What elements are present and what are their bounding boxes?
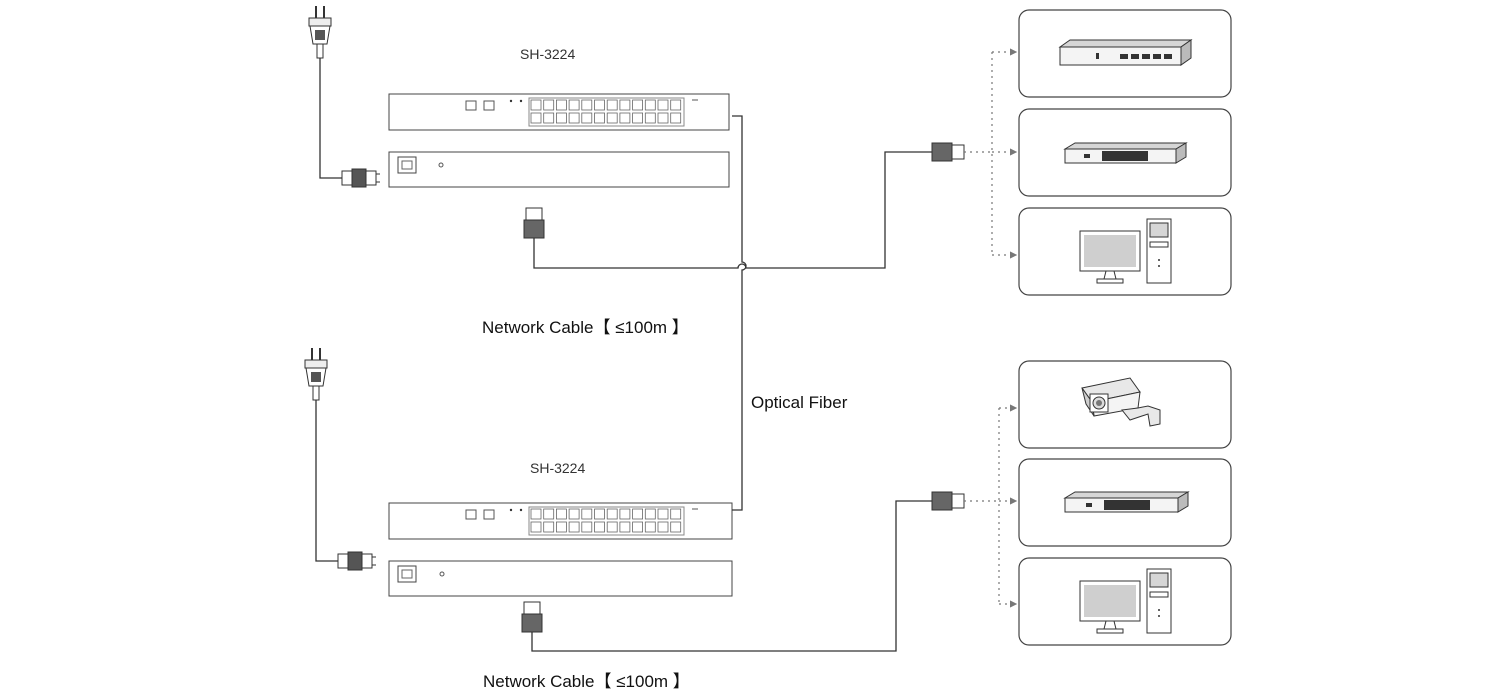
rj45-port — [581, 112, 593, 124]
rj45-port — [594, 99, 605, 111]
rj45-port — [543, 99, 555, 111]
rj45-port — [632, 99, 643, 111]
network-cable-bottom-line — [531, 500, 932, 652]
optical-fiber-label: Optical Fiber — [751, 393, 848, 412]
rj45-port — [606, 521, 618, 533]
rj45-port — [556, 521, 567, 533]
nvr-recorder-icon — [1058, 39, 1193, 66]
rj45-port — [632, 112, 643, 124]
power-plug-bottom-icon — [304, 348, 328, 401]
rj45-port — [568, 99, 580, 111]
device-box-nvr — [1018, 9, 1232, 98]
distribution-lines-top — [964, 48, 1018, 259]
rj45-port — [644, 508, 656, 520]
switch-bottom-rear-panel — [388, 560, 733, 597]
switch-bottom-front-panel — [388, 502, 733, 540]
rj45-port — [581, 508, 593, 520]
rj45-port — [619, 112, 631, 124]
rj45-port — [619, 99, 631, 111]
switch-bottom-model-label: SH-3224 — [530, 460, 586, 476]
rj45-port — [644, 521, 656, 533]
power-plug-top-icon — [308, 6, 332, 59]
device-box-switch-top — [1018, 108, 1232, 197]
network-cable-top-line — [533, 151, 932, 269]
rj45-port — [606, 508, 618, 520]
rj45-port — [619, 508, 631, 520]
power-connector-bottom-icon — [337, 551, 376, 571]
rj45-port — [543, 112, 555, 124]
rj45-port — [657, 508, 669, 520]
rj45-port — [530, 521, 542, 533]
rj45-port — [530, 112, 542, 124]
rj45-port — [644, 112, 656, 124]
rj45-port — [568, 508, 580, 520]
rj45-port — [670, 508, 682, 520]
rj45-port — [657, 521, 669, 533]
rj45-port — [632, 508, 643, 520]
rj45-connector-top-right-icon — [931, 142, 965, 162]
rj45-connector-top-left-icon — [523, 207, 545, 239]
device-box-computer-bottom — [1018, 557, 1232, 646]
device-box-switch-bottom — [1018, 458, 1232, 547]
device-box-computer-top — [1018, 207, 1232, 296]
rj45-port — [644, 99, 656, 111]
rj45-port — [594, 521, 605, 533]
rj45-port — [556, 508, 567, 520]
rj45-port — [581, 521, 593, 533]
rj45-port — [657, 112, 669, 124]
rj45-port — [606, 112, 618, 124]
optical-fiber-line — [732, 115, 747, 511]
network-cable-top-label: Network Cable【 ≤100m 】 — [482, 318, 689, 337]
switch-top-front-panel — [388, 93, 730, 131]
rj45-port — [594, 508, 605, 520]
power-cord-bottom — [315, 400, 338, 562]
rj45-port — [568, 112, 580, 124]
rj45-port — [606, 99, 618, 111]
desktop-computer-icon — [1079, 218, 1172, 284]
rj45-port — [670, 521, 682, 533]
rj45-port — [543, 521, 555, 533]
rj45-port — [632, 521, 643, 533]
cctv-camera-icon — [1081, 377, 1161, 427]
network-cable-bottom-label: Network Cable【 ≤100m 】 — [483, 672, 690, 691]
rj45-port — [530, 508, 542, 520]
rj45-port — [619, 521, 631, 533]
power-cord-top — [319, 58, 342, 179]
distribution-lines-bottom — [964, 404, 1018, 608]
poe-switch-icon — [1063, 491, 1190, 513]
desktop-computer-icon — [1079, 568, 1172, 634]
rj45-port — [594, 112, 605, 124]
rj45-port — [670, 99, 682, 111]
device-box-camera — [1018, 360, 1232, 449]
rj45-connector-bottom-left-icon — [521, 601, 543, 633]
rj45-port — [530, 99, 542, 111]
rj45-port — [568, 521, 580, 533]
switch-top-model-label: SH-3224 — [520, 46, 576, 62]
power-connector-top-icon — [341, 168, 380, 188]
switch-top-rear-panel — [388, 151, 730, 188]
rj45-port — [657, 99, 669, 111]
rj45-port — [556, 99, 567, 111]
rj45-port — [556, 112, 567, 124]
rj45-port — [670, 112, 682, 124]
rj45-port — [543, 508, 555, 520]
rj45-connector-bottom-right-icon — [931, 491, 965, 511]
rj45-port — [581, 99, 593, 111]
poe-switch-icon — [1063, 142, 1188, 164]
